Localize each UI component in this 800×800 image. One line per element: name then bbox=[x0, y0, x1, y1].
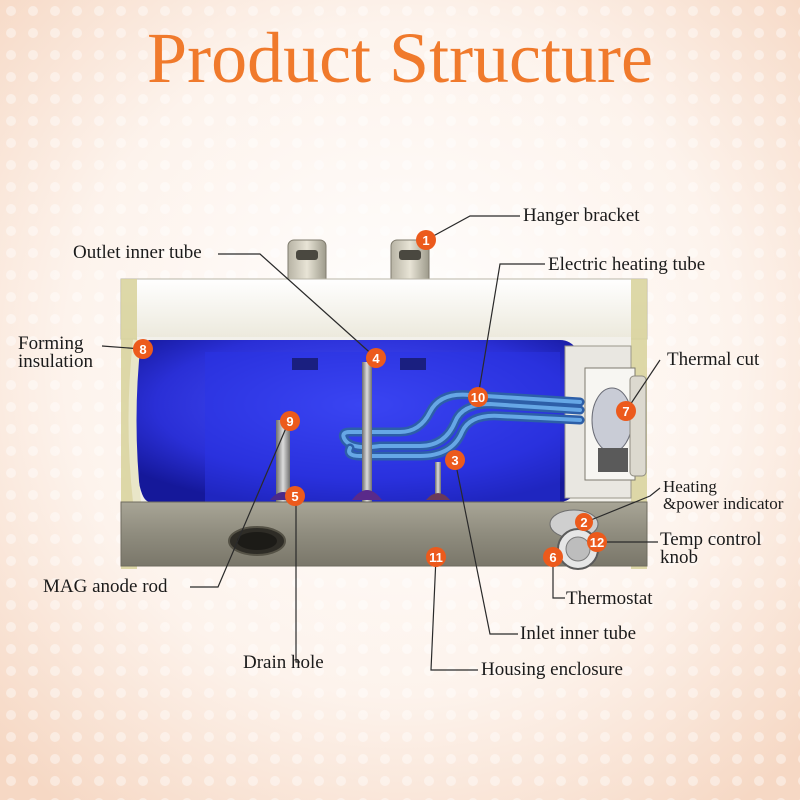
outlet-inner-tube bbox=[362, 362, 372, 502]
marker-7: 7 bbox=[616, 401, 636, 421]
svg-text:8: 8 bbox=[139, 342, 146, 357]
marker-11: 11 bbox=[426, 547, 446, 567]
svg-text:2: 2 bbox=[580, 515, 587, 530]
page-title: Product Structure bbox=[147, 18, 653, 98]
hanger-bracket-left bbox=[287, 239, 327, 286]
label-hanger-bracket: Hanger bracket bbox=[523, 205, 640, 226]
number-markers: 1 2 3 4 5 6 7 8 9 10 11 12 bbox=[133, 230, 636, 567]
marker-9: 9 bbox=[280, 411, 300, 431]
marker-6: 6 bbox=[543, 547, 563, 567]
svg-text:10: 10 bbox=[471, 390, 485, 405]
marker-5: 5 bbox=[285, 486, 305, 506]
label-knob: knob bbox=[660, 547, 698, 568]
tank-port-right bbox=[400, 358, 426, 370]
label-heating: Heating bbox=[663, 477, 717, 496]
label-temp-control: Temp control bbox=[660, 529, 762, 550]
tank-inner-panel bbox=[205, 352, 560, 502]
svg-text:5: 5 bbox=[291, 489, 298, 504]
svg-text:7: 7 bbox=[622, 404, 629, 419]
hanger-bracket-right bbox=[390, 239, 430, 286]
label-outlet-inner-tube: Outlet inner tube bbox=[73, 242, 202, 263]
forming-insulation bbox=[128, 339, 141, 503]
label-power-indicator: &power indicator bbox=[663, 494, 784, 513]
tank-port-left bbox=[292, 358, 318, 370]
label-insulation: insulation bbox=[18, 351, 93, 372]
marker-8: 8 bbox=[133, 339, 153, 359]
svg-text:6: 6 bbox=[549, 550, 556, 565]
svg-text:4: 4 bbox=[372, 351, 380, 366]
electric-heating-tube bbox=[338, 390, 585, 461]
leader-lines bbox=[101, 215, 661, 671]
svg-text:12: 12 bbox=[590, 535, 604, 550]
svg-text:1: 1 bbox=[422, 233, 429, 248]
marker-10: 10 bbox=[468, 387, 488, 407]
svg-text:9: 9 bbox=[286, 414, 293, 429]
label-thermostat: Thermostat bbox=[566, 588, 653, 609]
svg-text:11: 11 bbox=[429, 550, 443, 565]
label-drain-hole: Drain hole bbox=[243, 652, 324, 673]
marker-3: 3 bbox=[445, 450, 465, 470]
svg-text:3: 3 bbox=[451, 453, 458, 468]
marker-4: 4 bbox=[366, 348, 386, 368]
label-housing-enclosure: Housing enclosure bbox=[481, 659, 623, 680]
label-electric-heating-tube: Electric heating tube bbox=[548, 254, 706, 275]
label-thermal-cut: Thermal cut bbox=[667, 349, 760, 370]
mag-anode-rod bbox=[276, 420, 290, 502]
inlet-inner-tube bbox=[435, 462, 441, 500]
marker-12: 12 bbox=[587, 532, 607, 552]
label-forming: Forming bbox=[18, 333, 84, 354]
top-casing bbox=[120, 278, 648, 340]
label-inlet-inner-tube: Inlet inner tube bbox=[520, 623, 637, 644]
label-mag-anode-rod: MAG anode rod bbox=[43, 576, 168, 597]
marker-2: 2 bbox=[575, 513, 593, 531]
marker-1: 1 bbox=[416, 230, 436, 250]
